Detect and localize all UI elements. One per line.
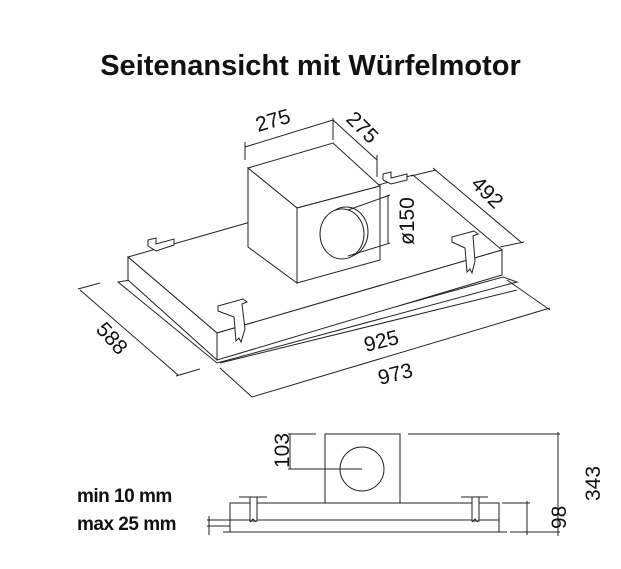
dim-motor-width: 275	[253, 105, 293, 137]
mount-bracket-front-left	[217, 298, 249, 344]
mount-bracket-back-right	[382, 171, 408, 185]
mount-bracket-back-left	[147, 237, 175, 252]
hanger-right	[461, 496, 488, 523]
hanger-left	[239, 496, 267, 523]
outlet-collar	[319, 208, 365, 260]
side-dimension-lines	[207, 432, 560, 536]
iso-view: 275 275 ø150 492 588 925 973	[77, 105, 551, 398]
dim-motor-depth: 275	[341, 107, 382, 148]
dim-frame-depth: 588	[91, 318, 132, 359]
dim-outlet-offset: 103	[271, 433, 294, 468]
side-view: 103 343 98 min 10 mm max 25 mm	[77, 432, 605, 536]
mount-bracket-right	[451, 230, 480, 275]
dim-total-height: 343	[582, 466, 605, 501]
page-title: Seitenansicht mit Würfelmotor	[100, 50, 521, 82]
dimension-lines	[77, 118, 551, 398]
ceiling-min-note: min 10 mm	[77, 486, 172, 507]
ceiling-max-note: max 25 mm	[77, 514, 176, 535]
dim-frame-width: 973	[376, 359, 416, 390]
dim-outlet-diameter: ø150	[396, 197, 419, 245]
hood-body-side	[229, 502, 500, 533]
dim-body-depth: 492	[466, 172, 507, 213]
dim-body-width: 925	[362, 326, 402, 357]
hood-body-left	[127, 255, 218, 362]
dim-body-height: 98	[548, 506, 571, 529]
